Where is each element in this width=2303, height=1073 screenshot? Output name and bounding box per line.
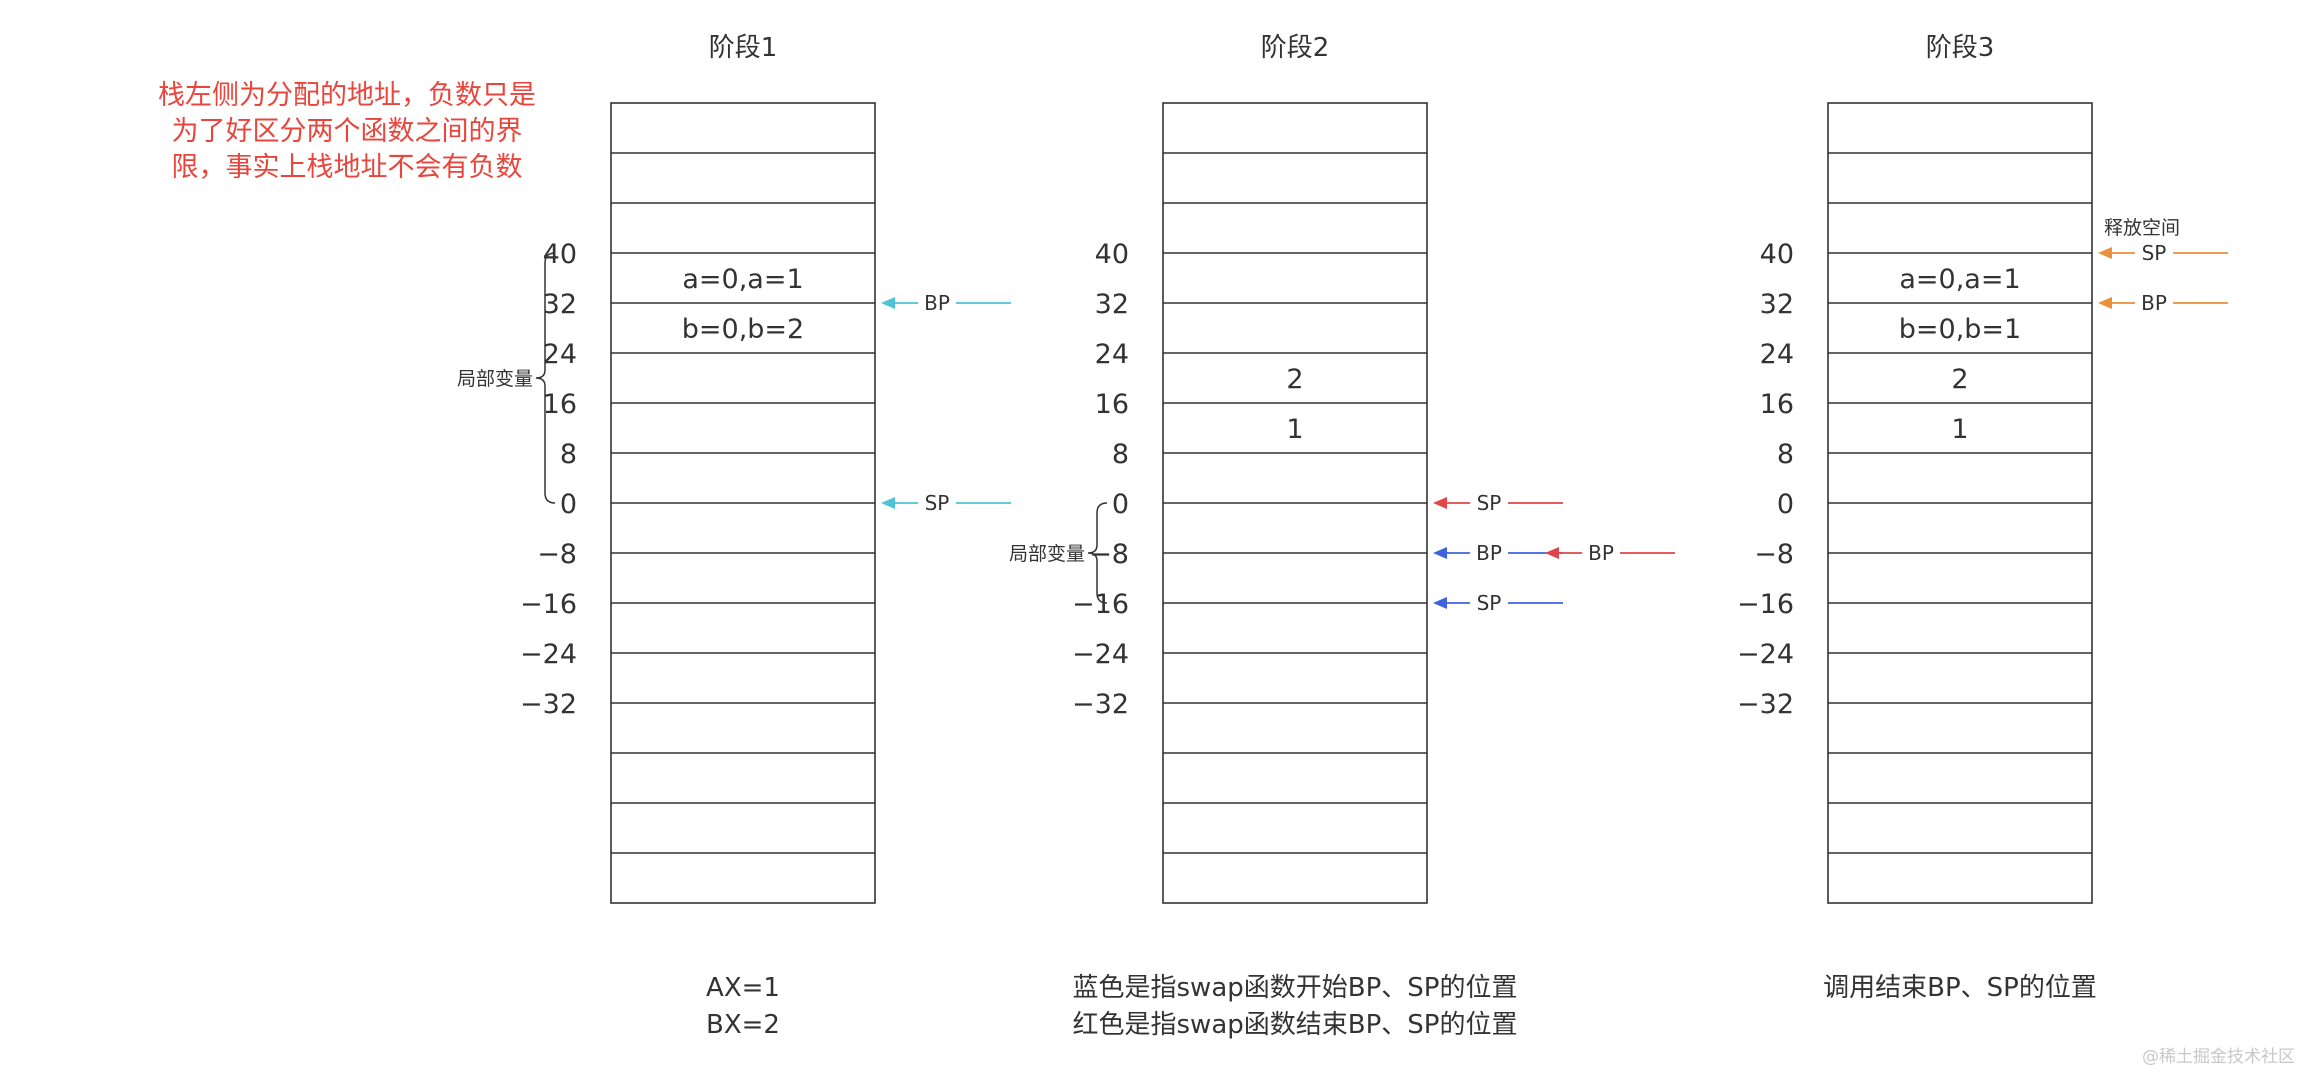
address-label: 0 <box>1112 489 1129 520</box>
brace-bracket <box>1087 502 1108 604</box>
pointer-label: BP <box>1588 541 1614 565</box>
address-label: −24 <box>520 639 577 670</box>
pointer-arrowhead <box>2098 297 2112 309</box>
stack-cell-value: b=0,b=1 <box>1899 314 2021 345</box>
address-label: 0 <box>1777 489 1794 520</box>
pointer-label-bg <box>1470 491 1508 515</box>
stage-title: 阶段3 <box>1926 33 1995 63</box>
stack-cell-value: 1 <box>1286 414 1303 445</box>
pointer-arrowhead <box>2098 247 2112 259</box>
pointer-note: 释放空间 <box>2104 217 2180 239</box>
pointer-arrowhead <box>881 297 895 309</box>
bracket-label: 局部变量 <box>1009 543 1085 565</box>
pointer-label: BP <box>924 291 950 315</box>
stage-caption: BX=2 <box>706 1010 780 1040</box>
pointer-arrowhead <box>1545 547 1559 559</box>
address-label: −8 <box>1754 539 1794 570</box>
watermark: @稀土掘金技术社区 <box>2142 1047 2295 1067</box>
stage-caption: 蓝色是指swap函数开始BP、SP的位置 <box>1073 973 1518 1003</box>
address-label: −8 <box>537 539 577 570</box>
brace-bracket <box>535 252 556 504</box>
pointer-label: SP <box>1477 591 1502 615</box>
note-text: 栈左侧为分配的地址，负数只是为了好区分两个函数之间的界限，事实上栈地址不会有负数 <box>158 80 536 183</box>
pointer-label-bg <box>2135 291 2173 315</box>
address-label: 24 <box>543 339 577 370</box>
address-label: 40 <box>1095 239 1129 270</box>
stage-2: 阶段2 40 32 24 16 8 0 −8 −16 −24 −32 2 1 局部变量 SP BP BP SP 蓝色… <box>1009 33 1675 1040</box>
note-line: 为了好区分两个函数之间的界 <box>172 116 523 147</box>
stage-title: 阶段1 <box>709 33 778 63</box>
address-label: −24 <box>1072 639 1129 670</box>
address-label: 0 <box>560 489 577 520</box>
address-label: −16 <box>1737 589 1794 620</box>
pointer-label-bg <box>2135 241 2173 265</box>
bracket-label: 局部变量 <box>457 368 533 390</box>
stage-caption: 调用结束BP、SP的位置 <box>1823 973 2097 1003</box>
pointer-label: SP <box>925 491 950 515</box>
stack-cell-value: a=0,a=1 <box>1899 264 2020 295</box>
address-label: 24 <box>1095 339 1129 370</box>
pointer-arrowhead <box>1433 597 1447 609</box>
address-label: 8 <box>1777 439 1794 470</box>
address-label: −32 <box>520 689 577 720</box>
stack-cell-value: a=0,a=1 <box>682 264 803 295</box>
address-label: −16 <box>1072 589 1129 620</box>
note-line: 限，事实上栈地址不会有负数 <box>172 152 523 183</box>
address-label: 32 <box>1095 289 1129 320</box>
address-label: −32 <box>1737 689 1794 720</box>
address-label: 16 <box>543 389 577 420</box>
pointer-arrowhead <box>881 497 895 509</box>
address-label: −16 <box>520 589 577 620</box>
stack-cell-value: 1 <box>1951 414 1968 445</box>
address-label: −32 <box>1072 689 1129 720</box>
pointer-arrowhead <box>1433 497 1447 509</box>
pointer-label: SP <box>1477 491 1502 515</box>
stage-title: 阶段2 <box>1261 33 1330 63</box>
address-label: 16 <box>1095 389 1129 420</box>
pointer-arrowhead <box>1433 547 1447 559</box>
address-label: 8 <box>560 439 577 470</box>
stage-caption: 红色是指swap函数结束BP、SP的位置 <box>1073 1010 1518 1040</box>
stack-cell-value: 2 <box>1951 364 1968 395</box>
address-label: 8 <box>1112 439 1129 470</box>
address-label: 32 <box>1760 289 1794 320</box>
stages: 阶段1 40 32 24 16 8 0 −8 −16 −24 −32 a=0,a=1 b=0,b=2 局部… <box>457 33 2228 1040</box>
pointer-label: BP <box>1476 541 1502 565</box>
address-label: −8 <box>1089 539 1129 570</box>
stage-3: 阶段3 40 32 24 16 8 0 −8 −16 −24 −32 a=0,a=1 b=0,b=1 2 1… <box>1737 33 2228 1003</box>
pointer-label-bg <box>918 491 956 515</box>
pointer-label-bg <box>918 291 956 315</box>
address-label: −24 <box>1737 639 1794 670</box>
stack-cell-value: b=0,b=2 <box>682 314 804 345</box>
stage-caption: AX=1 <box>706 973 780 1003</box>
stack-cell-value: 2 <box>1286 364 1303 395</box>
stage-1: 阶段14032241680−8−16−24−32a=0,a=1b=0,b=2局部… <box>457 33 1011 1040</box>
note-line: 栈左侧为分配的地址，负数只是 <box>158 80 536 111</box>
address-label: 32 <box>543 289 577 320</box>
pointer-label: SP <box>2142 241 2167 265</box>
address-label: 16 <box>1760 389 1794 420</box>
pointer-label-bg <box>1470 591 1508 615</box>
address-label: 40 <box>1760 239 1794 270</box>
address-label: 24 <box>1760 339 1794 370</box>
pointer-label-bg <box>1582 541 1620 565</box>
pointer-label-bg <box>1470 541 1508 565</box>
pointer-label: BP <box>2141 291 2167 315</box>
